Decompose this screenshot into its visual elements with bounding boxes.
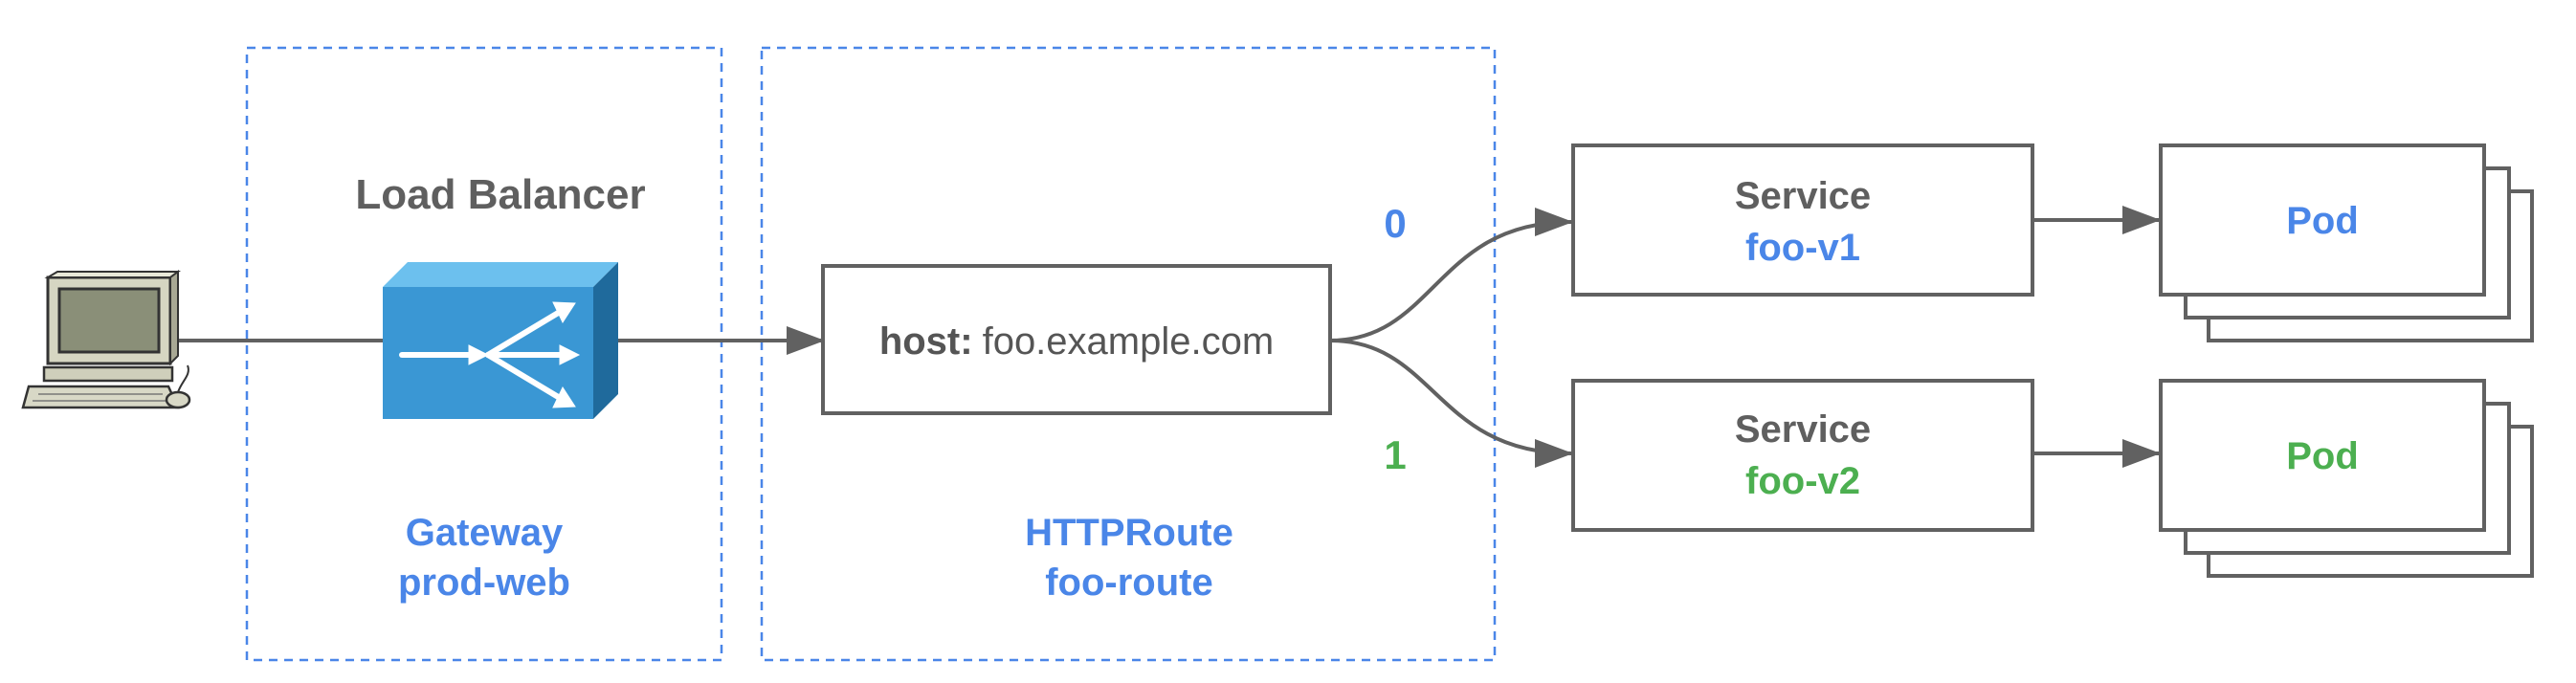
pod-v2-label: Pod <box>2286 435 2359 477</box>
route-to-service-v2-arrow <box>1329 339 1573 468</box>
load-balancer-icon <box>383 262 618 419</box>
route-host-box <box>821 264 1332 415</box>
service-v1-name: foo-v1 <box>1745 227 1860 269</box>
service-v2-name: foo-v2 <box>1745 460 1860 502</box>
backend-v2-weight: 1 <box>1384 432 1406 477</box>
route-host-label: host: <box>879 320 973 363</box>
pod-v1-label: Pod <box>2286 200 2359 242</box>
pod-stack-v1 <box>2159 143 2534 342</box>
backend-v1-weight: 0 <box>1384 201 1406 246</box>
service-v2-label: Service <box>1735 408 1871 451</box>
service-v1-box <box>1571 143 2034 297</box>
service-v1-label: Service <box>1735 175 1871 217</box>
route-to-service-v1-arrow <box>1329 208 1573 342</box>
pod-stack-v2 <box>2159 379 2534 578</box>
httproute-name-label: foo-route <box>1045 562 1213 604</box>
route-host-text: host:foo.example.com <box>879 320 1274 363</box>
route-host-value: foo.example.com <box>983 320 1275 363</box>
service-v2-box <box>1571 379 2034 532</box>
desktop-computer-icon <box>21 270 191 409</box>
gateway-name-label: prod-web <box>398 562 570 604</box>
gateway-boundary <box>245 46 723 662</box>
httproute-kind-label: HTTPRoute <box>1025 512 1233 554</box>
load-balancer-title: Load Balancer <box>355 171 645 218</box>
gateway-kind-label: Gateway <box>406 512 564 554</box>
